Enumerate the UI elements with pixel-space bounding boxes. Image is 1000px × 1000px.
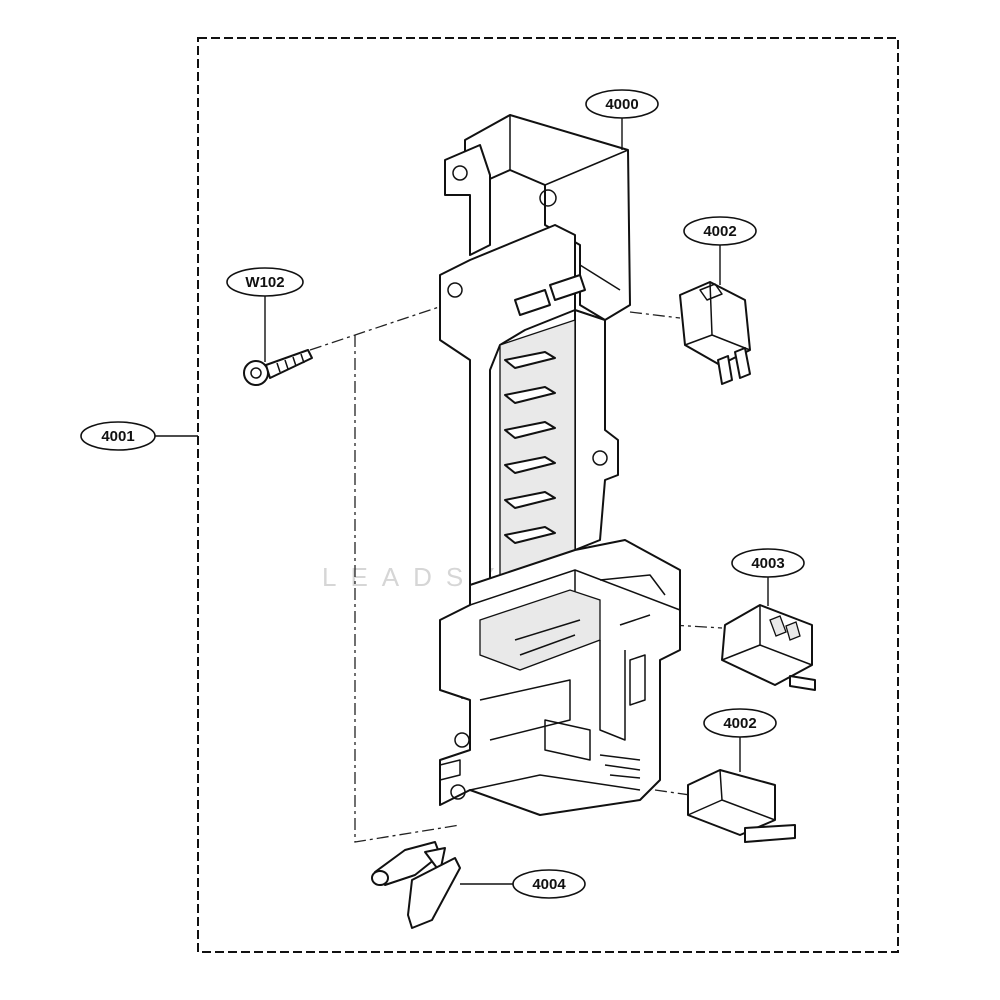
switch-upper-part [679, 281, 751, 385]
lever-part [371, 841, 461, 929]
main-bracket-part [439, 114, 681, 816]
svg-text:4002: 4002 [703, 223, 736, 240]
callout-switch-middle: 4003 [731, 548, 805, 606]
callout-main-bracket: 4000 [585, 89, 659, 150]
callout-screw: W102 [226, 267, 304, 362]
assembly-guides [309, 299, 723, 843]
screw-part [243, 349, 313, 386]
callout-switch-lower: 4002 [703, 708, 777, 772]
svg-text:W102: W102 [245, 274, 284, 291]
assembly-frame [197, 37, 899, 953]
svg-text:4004: 4004 [532, 876, 566, 893]
svg-text:4000: 4000 [605, 96, 638, 113]
svg-text:4002: 4002 [723, 715, 756, 732]
svg-text:4001: 4001 [101, 428, 134, 445]
switch-lower-part [687, 769, 796, 843]
callout-assembly: 4001 [80, 421, 198, 451]
callout-lever: 4004 [460, 869, 586, 899]
callout-switch-upper: 4002 [683, 216, 757, 285]
svg-text:4003: 4003 [751, 555, 784, 572]
switch-middle-part [721, 604, 816, 691]
